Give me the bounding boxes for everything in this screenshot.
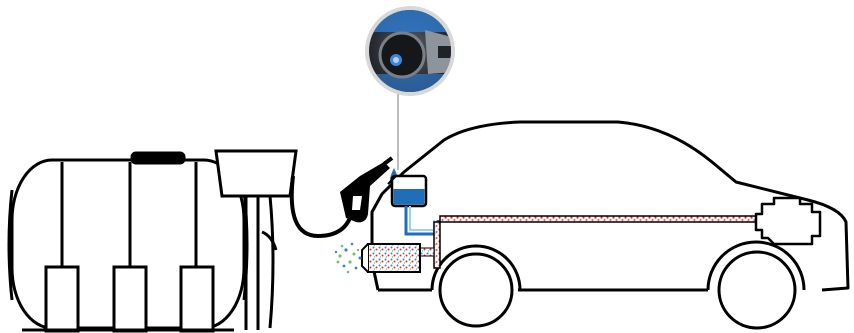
exhaust-catalyst [362, 244, 420, 272]
engine-icon [756, 198, 820, 244]
filler-cap-closeup [365, 6, 458, 96]
storage-tank [9, 153, 247, 331]
emission-particles [335, 243, 362, 274]
fluid-reservoir [388, 176, 438, 234]
fuel-hose [292, 176, 352, 236]
